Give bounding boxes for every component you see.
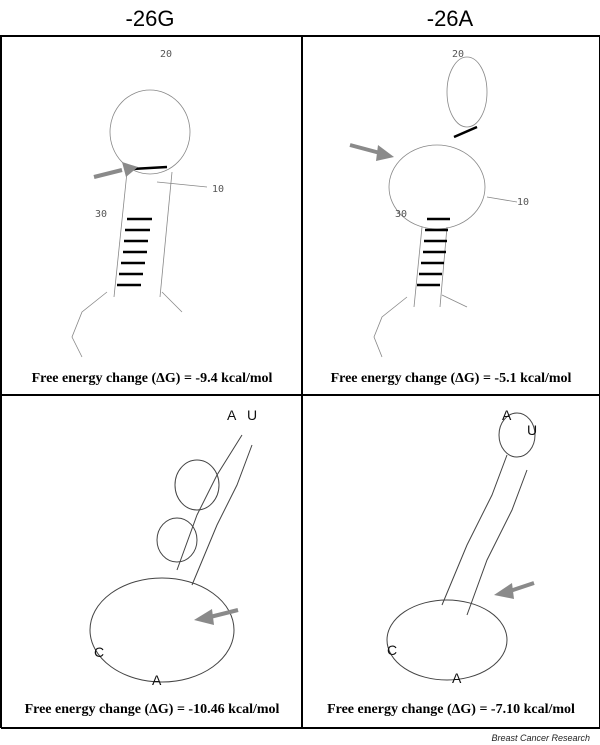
column-title-right: -26A [426, 6, 474, 31]
panel-bottom-left: A U C A Free energy change (ΔG) = -10.46… [1, 394, 303, 729]
svg-text:A: A [152, 672, 162, 688]
svg-text:C: C [94, 644, 104, 660]
arrow-top-right [349, 143, 394, 161]
arrow-bottom-right [494, 581, 535, 599]
svg-text:C: C [387, 642, 397, 658]
label-30-b: 30 [395, 209, 407, 220]
figure-grid: 20 10 30 Free energy change (ΔG) = -9.4 … [0, 35, 600, 729]
arrow-bottom-left [194, 608, 239, 625]
label-20: 20 [160, 49, 172, 60]
panel-bottom-right: A U C A Free energy change (ΔG) = -7.10 … [301, 394, 600, 729]
label-10-b: 10 [517, 197, 529, 208]
svg-text:A: A [502, 407, 512, 423]
rna-structure-bottom-right: A U C A [386, 407, 537, 686]
energy-label-top-right: Free energy change (ΔG) = -5.1 kcal/mol [330, 371, 572, 386]
arrow-top-left [93, 162, 138, 179]
label-10: 10 [212, 184, 224, 195]
column-title-left: -26G [125, 6, 175, 31]
svg-text:A: A [227, 407, 237, 423]
svg-text:U: U [247, 407, 257, 423]
rna-structure-bottom-left: A U C A [89, 407, 257, 688]
energy-label-bottom-right: Free energy change (ΔG) = -7.10 kcal/mol [327, 702, 575, 717]
svg-text:A: A [452, 670, 462, 686]
label-30: 30 [95, 209, 107, 220]
label-20-b: 20 [452, 49, 464, 60]
rna-structure-top-left: 20 10 30 [71, 49, 224, 358]
panel-top-right: 20 10 30 Free energy change (ΔG) = -5.1 … [301, 36, 600, 396]
rna-structure-top-right: 20 10 30 [349, 49, 529, 358]
energy-label-bottom-left: Free energy change (ΔG) = -10.46 kcal/mo… [24, 702, 280, 717]
credit-line: Breast Cancer Research [491, 733, 590, 743]
panel-top-left: 20 10 30 Free energy change (ΔG) = -9.4 … [1, 36, 303, 396]
energy-label-top-left: Free energy change (ΔG) = -9.4 kcal/mol [31, 371, 273, 386]
svg-text:U: U [527, 422, 537, 438]
